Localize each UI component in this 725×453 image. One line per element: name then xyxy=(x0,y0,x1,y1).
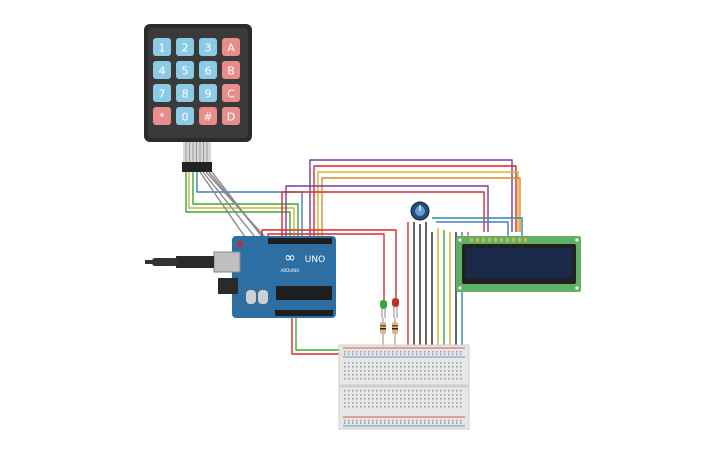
wire-lcd-1 xyxy=(309,159,513,237)
wire-lcd-5 xyxy=(285,185,489,237)
keypad-key-button[interactable] xyxy=(222,84,240,102)
power-jack xyxy=(218,278,238,294)
atmega-chip xyxy=(276,286,332,300)
arduino-brand-label: ARDUINO xyxy=(281,268,300,273)
keypad-key-button[interactable] xyxy=(153,84,171,102)
keypad-key-button[interactable] xyxy=(222,38,240,56)
keypad-key-label: C xyxy=(227,88,235,101)
led-red[interactable] xyxy=(392,298,399,318)
wire-5v xyxy=(295,316,344,351)
led-red-body xyxy=(392,298,399,307)
wire-lcd-4 xyxy=(321,177,521,237)
capacitor-1 xyxy=(246,290,256,304)
lcd-screen xyxy=(466,248,572,278)
keypad-key-label: 5 xyxy=(182,65,189,78)
usb-cable-end xyxy=(145,260,155,264)
potentiometer[interactable] xyxy=(410,201,430,221)
keypad-4x4[interactable]: 1 2 3 A 4 5 6 B 7 8 9 C * 0 # D xyxy=(144,24,252,172)
keypad-key-label: # xyxy=(203,111,212,124)
lcd-hole-2 xyxy=(575,238,579,242)
keypad-key-button[interactable] xyxy=(176,107,194,125)
keypad-key-button[interactable] xyxy=(199,84,217,102)
wire-keypad-5 xyxy=(199,171,246,238)
keypad-key-button[interactable] xyxy=(222,61,240,79)
reset-button[interactable] xyxy=(237,241,243,247)
led-green[interactable] xyxy=(380,300,387,318)
wire-lcd-6 xyxy=(281,191,485,237)
wire-pot-1 xyxy=(432,217,523,236)
wire-lcd-2 xyxy=(313,165,517,237)
keypad-key-label: 8 xyxy=(182,88,189,101)
breadboard-holes xyxy=(344,351,462,424)
keypad-key-label: 7 xyxy=(159,88,166,101)
keypad-key-label: 1 xyxy=(159,42,166,55)
lcd-hole-4 xyxy=(575,286,579,290)
usb-port xyxy=(213,251,241,273)
keypad-key-button[interactable] xyxy=(153,107,171,125)
analog-header xyxy=(275,310,333,316)
keypad-key-button[interactable] xyxy=(176,84,194,102)
arduino-board xyxy=(232,236,336,318)
usb-cable xyxy=(152,258,178,266)
arduino-logo-icon: ∞ xyxy=(284,250,296,266)
keypad-connector xyxy=(182,162,212,172)
arduino-uno[interactable]: ∞ UNO ARDUINO xyxy=(145,236,336,318)
keypad-ribbon-lines xyxy=(185,142,208,162)
keypad-key-label: 2 xyxy=(182,42,189,55)
breadboard[interactable] xyxy=(338,344,470,430)
keypad-key-button[interactable] xyxy=(176,38,194,56)
keypad-key-label: 0 xyxy=(182,111,189,124)
keypad-key-button[interactable] xyxy=(222,107,240,125)
keypad-key-label: A xyxy=(227,42,235,55)
usb-cable-head xyxy=(176,256,214,268)
keypad-key-label: 3 xyxy=(205,42,212,55)
keypad-keys: 1 2 3 A 4 5 6 B 7 8 9 C * 0 # D xyxy=(153,38,240,125)
keypad-key-button[interactable] xyxy=(199,61,217,79)
wire-keypad-3 xyxy=(192,172,299,237)
lcd-pins xyxy=(470,238,527,242)
keypad-key-label: 6 xyxy=(205,65,212,78)
digital-header xyxy=(268,238,332,244)
wire-led-green xyxy=(267,233,385,300)
wire-keypad-2 xyxy=(188,172,295,237)
wire-gnd xyxy=(291,316,344,355)
wire-keypad-4 xyxy=(196,172,303,237)
keypad-key-label: B xyxy=(227,65,235,78)
wire-pot-2 xyxy=(436,221,509,236)
keypad-key-label: D xyxy=(227,111,235,124)
wire-led-red xyxy=(261,229,397,300)
led-green-body xyxy=(380,300,387,309)
lcd-hole-1 xyxy=(458,238,462,242)
lcd-hole-3 xyxy=(458,286,462,290)
arduino-model-label: UNO xyxy=(305,255,325,265)
wire-keypad-6 xyxy=(202,171,256,238)
keypad-key-button[interactable] xyxy=(153,38,171,56)
lcd-16x2[interactable] xyxy=(456,236,581,292)
keypad-key-button[interactable] xyxy=(153,61,171,79)
keypad-key-label: 4 xyxy=(159,65,166,78)
capacitor-2 xyxy=(258,290,268,304)
keypad-key-label: * xyxy=(159,111,165,124)
wire-lcd-3 xyxy=(317,171,519,237)
keypad-key-button[interactable] xyxy=(199,38,217,56)
keypad-key-button[interactable] xyxy=(176,61,194,79)
keypad-key-label: 9 xyxy=(205,88,212,101)
keypad-key-button[interactable] xyxy=(199,107,217,125)
wire-keypad-1 xyxy=(185,172,291,237)
